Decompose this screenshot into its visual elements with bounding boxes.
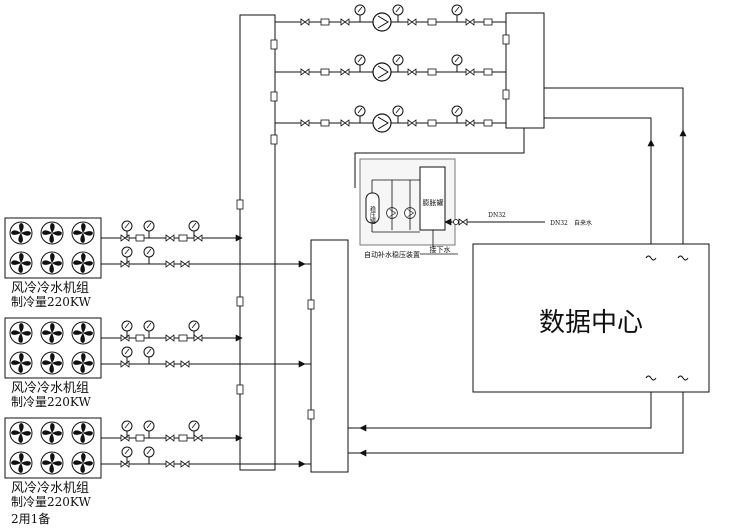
fan-icon (40, 451, 64, 475)
valve-icon (180, 460, 190, 468)
fan-icon (9, 451, 33, 475)
chiller-capacity: 制冷量220KW (11, 495, 91, 509)
chiller-name: 风冷冷水机组 (11, 281, 89, 296)
gauge-icon (143, 320, 155, 339)
gauge-icon (143, 420, 155, 439)
drain-label: 接下水 (430, 245, 451, 254)
filter-icon (178, 434, 188, 442)
gauge-icon (121, 346, 133, 365)
chiller-piping (101, 434, 311, 468)
data-center-box (472, 243, 710, 393)
fan-icon (71, 251, 95, 275)
chiller-group: 风冷冷水机组制冷量220KW风冷冷水机组制冷量220KW风冷冷水机组制冷量220… (4, 217, 311, 509)
fan-icon (9, 251, 33, 275)
gauge-icon (188, 420, 200, 439)
valve-icon (180, 360, 190, 368)
filter-icon (135, 434, 145, 442)
fan-icon (71, 351, 95, 375)
fan-icon (40, 351, 64, 375)
pressure-tank-label: 稳压罐 (369, 205, 376, 225)
valve-icon (193, 334, 203, 342)
gauge-icon (188, 320, 200, 339)
chiller-name: 风冷冷水机组 (11, 481, 89, 496)
fan-icon (40, 221, 64, 245)
valve-icon (120, 360, 130, 368)
pump-1 (300, 4, 493, 32)
supply-size-left: DN32 (488, 212, 506, 219)
valve-icon (193, 234, 203, 242)
gauge-icon (143, 220, 155, 239)
supply-source: 自来水 (574, 219, 592, 227)
fan-icon (9, 221, 33, 245)
makeup-unit-title: 自动补水稳压装置 (364, 250, 420, 259)
expansion-tank (419, 166, 446, 231)
chiller-piping (101, 334, 311, 368)
fan-icon (71, 321, 95, 345)
pressure-tank (365, 192, 380, 224)
fan-icon (40, 421, 64, 445)
filter-icon (178, 234, 188, 242)
filter-icon (178, 334, 188, 342)
valve-icon (165, 260, 175, 268)
chiller-capacity: 制冷量220KW (11, 295, 91, 309)
valve-icon (193, 434, 203, 442)
valve-icon (165, 460, 175, 468)
pump-2 (300, 54, 493, 82)
main-supply-header (239, 14, 276, 471)
gauge-icon (143, 446, 155, 465)
pump-3 (300, 105, 493, 133)
valve-icon (120, 460, 130, 468)
fan-icon (40, 321, 64, 345)
valve-icon (165, 234, 175, 242)
valve-icon (120, 334, 130, 342)
pump-outlet-header (505, 12, 545, 129)
return-header (310, 239, 349, 473)
valve-icon (165, 434, 175, 442)
expansion-tank-label: 膨胀罐 (423, 198, 444, 207)
gauge-icon (143, 346, 155, 365)
supply-size-right: DN32 (550, 220, 568, 227)
valve-icon (180, 260, 190, 268)
valve-icon (165, 360, 175, 368)
fan-icon (40, 251, 64, 275)
gauge-icon (188, 220, 200, 239)
fan-icon (9, 321, 33, 345)
filter-icon (135, 234, 145, 242)
valve-icon (120, 434, 130, 442)
chiller-name: 风冷冷水机组 (11, 381, 89, 396)
gauge-icon (121, 320, 133, 339)
chiller-capacity: 制冷量220KW (11, 395, 91, 409)
data-center-label: 数据中心 (539, 308, 643, 338)
gauge-icon (121, 446, 133, 465)
valve-icon (120, 234, 130, 242)
gauge-icon (121, 220, 133, 239)
fan-icon (71, 421, 95, 445)
fan-icon (71, 451, 95, 475)
fan-icon (9, 351, 33, 375)
chiller-piping (101, 234, 311, 268)
gauge-icon (143, 246, 155, 265)
gauge-icon (121, 246, 133, 265)
valve-icon (120, 260, 130, 268)
fan-icon (71, 221, 95, 245)
chiller-note: 2用1备 (11, 512, 50, 526)
fan-icon (9, 421, 33, 445)
filter-icon (135, 334, 145, 342)
gauge-icon (121, 420, 133, 439)
valve-icon (165, 334, 175, 342)
